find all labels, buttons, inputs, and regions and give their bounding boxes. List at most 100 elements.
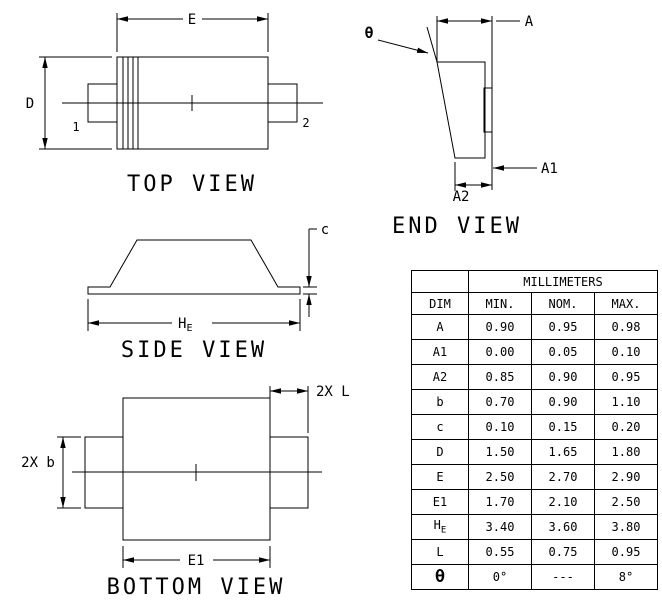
dim-cell: D xyxy=(411,439,469,465)
table-header: MILLIMETERS DIM MIN. NOM. MAX. xyxy=(411,270,658,315)
nom-cell: 2.70 xyxy=(531,464,595,490)
nom-cell: 1.65 xyxy=(531,439,595,465)
dimensions-table: MILLIMETERS DIM MIN. NOM. MAX. A 0.90 0.… xyxy=(411,270,658,590)
dim-D-label: D xyxy=(26,96,34,112)
dim-cell: E xyxy=(411,464,469,490)
nom-cell: 2.10 xyxy=(531,489,595,515)
dim-E-label: E xyxy=(188,12,196,28)
nom-cell: 0.95 xyxy=(531,314,595,340)
nom-cell: 0.90 xyxy=(531,389,595,415)
max-cell: 0.95 xyxy=(594,364,658,390)
top-view-title: TOP VIEW xyxy=(127,172,257,197)
nom-cell: --- xyxy=(531,564,595,590)
dim-theta-label: θ xyxy=(364,24,373,42)
package-side-profile xyxy=(87,239,301,295)
table-row: A2 0.85 0.90 0.95 xyxy=(411,364,658,390)
max-cell: 2.90 xyxy=(594,464,658,490)
dim-E1 xyxy=(122,546,271,568)
min-cell: 0.00 xyxy=(468,339,532,365)
min-cell: 0.55 xyxy=(468,539,532,565)
table-row: c 0.10 0.15 0.20 xyxy=(411,414,658,440)
dim-A-label: A xyxy=(525,14,534,30)
max-cell: 0.20 xyxy=(594,414,658,440)
min-cell: 1.50 xyxy=(468,439,532,465)
table-row: A1 0.00 0.05 0.10 xyxy=(411,339,658,365)
dim-2xL-label: 2X L xyxy=(316,384,350,400)
table-row: HE 3.40 3.60 3.80 xyxy=(411,514,658,540)
package-body-bottom xyxy=(122,397,271,541)
dim-HE xyxy=(87,299,301,331)
table-row: E 2.50 2.70 2.90 xyxy=(411,464,658,490)
dim-cell: A1 xyxy=(411,339,469,365)
pin1-number: 1 xyxy=(72,120,79,134)
min-cell: 2.50 xyxy=(468,464,532,490)
nom-cell: 0.05 xyxy=(531,339,595,365)
side-view-title: SIDE VIEW xyxy=(121,338,267,363)
dim-cell: A xyxy=(411,314,469,340)
pin2-number: 2 xyxy=(302,116,309,130)
side-view: c HE SIDE VIEW xyxy=(87,222,329,363)
units-header-cell: MILLIMETERS xyxy=(468,270,658,293)
table-row: θ 0° --- 8° xyxy=(411,564,658,590)
table-row: L 0.55 0.75 0.95 xyxy=(411,539,658,565)
max-cell: 2.50 xyxy=(594,489,658,515)
dim-A2-label: A2 xyxy=(453,189,470,205)
dim-col-header: DIM xyxy=(411,292,469,315)
max-cell: 3.80 xyxy=(594,514,658,540)
table-row: D 1.50 1.65 1.80 xyxy=(411,439,658,465)
min-cell: 1.70 xyxy=(468,489,532,515)
max-cell: 0.95 xyxy=(594,539,658,565)
cathode-band-lines xyxy=(122,57,139,149)
nom-cell: 0.15 xyxy=(531,414,595,440)
dim-theta xyxy=(377,16,438,63)
max-cell: 8° xyxy=(594,564,658,590)
dim-cell: E1 xyxy=(411,489,469,515)
end-view: θ A A1 A2 END VIEW xyxy=(364,14,557,239)
dim-A1-label: A1 xyxy=(541,161,558,177)
dim-D xyxy=(39,56,112,150)
dim-cell: L xyxy=(411,539,469,565)
table-row: A 0.90 0.95 0.98 xyxy=(411,314,658,340)
bottom-view: 2X L 2X b E1 BOTTOM VIEW xyxy=(21,384,350,600)
max-cell: 1.10 xyxy=(594,389,658,415)
table-row: E1 1.70 2.10 2.50 xyxy=(411,489,658,515)
dim-cell: A2 xyxy=(411,364,469,390)
min-cell: 0.90 xyxy=(468,314,532,340)
max-cell: 0.10 xyxy=(594,339,658,365)
dim-cell: b xyxy=(411,389,469,415)
dim-c-label: c xyxy=(321,222,329,238)
top-view: E D 1 2 TOP VIEW xyxy=(26,12,323,197)
table-row: b 0.70 0.90 1.10 xyxy=(411,389,658,415)
end-view-title: END VIEW xyxy=(392,214,522,239)
package-body-end xyxy=(436,61,486,159)
max-cell: 0.98 xyxy=(594,314,658,340)
package-body xyxy=(116,56,269,150)
dimensions-table-grid: MILLIMETERS DIM MIN. NOM. MAX. A 0.90 0.… xyxy=(411,270,658,590)
min-cell: 0.70 xyxy=(468,389,532,415)
corner-cell xyxy=(411,270,469,293)
max-col-header: MAX. xyxy=(594,292,658,315)
nom-cell: 0.90 xyxy=(531,364,595,390)
min-col-header: MIN. xyxy=(468,292,532,315)
dim-E1-label: E1 xyxy=(188,553,205,569)
dim-HE-label: HE xyxy=(178,316,192,334)
min-cell: 0° xyxy=(468,564,532,590)
bottom-view-title: BOTTOM VIEW xyxy=(107,575,286,600)
min-cell: 0.10 xyxy=(468,414,532,440)
dim-2xb-label: 2X b xyxy=(21,455,55,471)
min-cell: 3.40 xyxy=(468,514,532,540)
dim-2xL xyxy=(269,386,309,433)
dim-cell: θ xyxy=(411,564,469,590)
nom-cell: 0.75 xyxy=(531,539,595,565)
min-cell: 0.85 xyxy=(468,364,532,390)
dim-E xyxy=(116,13,269,52)
dim-cell: HE xyxy=(411,514,469,540)
max-cell: 1.80 xyxy=(594,439,658,465)
nom-cell: 3.60 xyxy=(531,514,595,540)
dim-c xyxy=(303,228,317,317)
nom-col-header: NOM. xyxy=(531,292,595,315)
dim-cell: c xyxy=(411,414,469,440)
dim-2xb xyxy=(57,436,81,509)
